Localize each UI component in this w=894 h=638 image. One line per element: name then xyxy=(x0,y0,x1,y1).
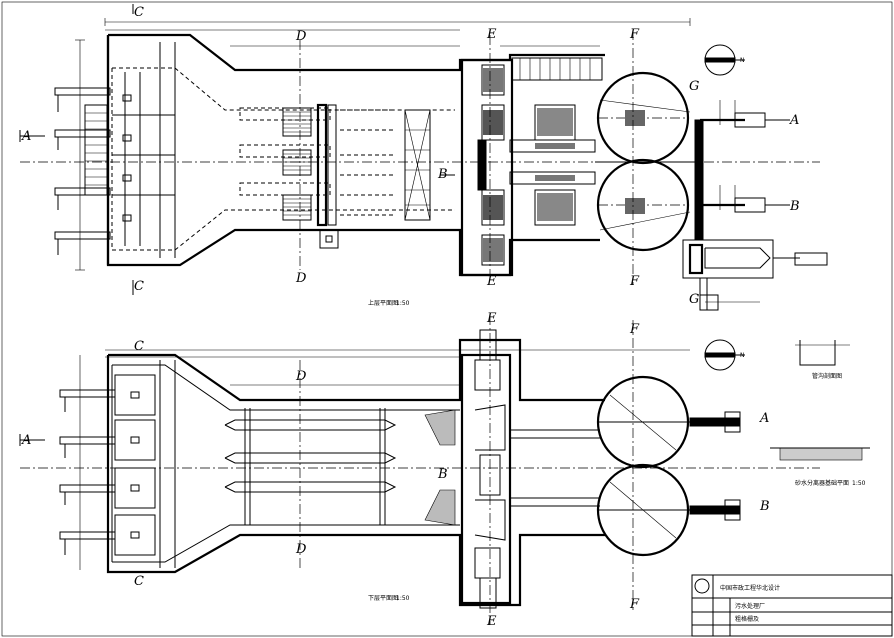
side-details: 管沟剖面图 砂水分离器基础平面 1:50 xyxy=(770,340,870,487)
section-label-g-top: G xyxy=(689,79,699,94)
upper-plan: A B xyxy=(19,4,828,311)
upper-plan-scale: 1:50 xyxy=(396,300,410,307)
section-label-a-right: A xyxy=(789,113,799,128)
section-label-d-bottom: D xyxy=(295,271,307,286)
section-label-f-lower-bottom: F xyxy=(629,597,640,612)
lower-channels xyxy=(224,408,456,526)
drawing-name: 粗格栅及 xyxy=(735,615,759,623)
section-label-g-bottom: G xyxy=(689,292,699,307)
detail-2-caption: 砂水分离器基础平面 xyxy=(795,479,849,487)
section-label-d-lower-top: D xyxy=(295,369,307,384)
circular-tanks-lower xyxy=(596,375,741,557)
lower-plan-caption: 下层平面图 xyxy=(368,595,398,602)
section-label-b-lower: B xyxy=(437,467,448,482)
project-name: 污水处理厂 xyxy=(735,602,765,610)
section-label-b: B xyxy=(437,167,448,182)
grit-block-lower xyxy=(460,329,600,609)
section-label-e-top: E xyxy=(486,27,497,42)
section-label-d-top: D xyxy=(295,29,307,44)
section-label-e-bottom: E xyxy=(486,274,497,289)
section-label-a-lower: A xyxy=(21,433,31,448)
section-label-a-lower-right: A xyxy=(759,411,769,426)
stair-upper xyxy=(84,104,108,196)
section-label-c-lower-top: C xyxy=(134,339,144,354)
north-arrow-upper: N xyxy=(704,44,745,76)
fine-screens xyxy=(239,103,431,249)
section-label-e-lower-top: E xyxy=(486,311,497,326)
section-label-d-lower-bottom: D xyxy=(295,542,307,557)
lower-plan: A B D D C C xyxy=(19,311,820,629)
section-label-c-top: C xyxy=(134,5,144,20)
north-symbol-lower: N xyxy=(740,352,745,359)
section-label-b-right: B xyxy=(789,199,800,214)
north-symbol-upper: N xyxy=(740,57,745,64)
section-label-f-lower-top: F xyxy=(629,322,640,337)
title-block: 中国市政工程华北设计 污水处理厂 粗格栅及 xyxy=(691,574,893,637)
north-arrow-lower: N xyxy=(704,339,745,371)
upper-plan-caption: 上层平面图 xyxy=(368,299,398,307)
company-logo-icon xyxy=(694,578,710,594)
circular-tanks-upper xyxy=(595,71,695,252)
company-name: 中国市政工程华北设计 xyxy=(720,584,780,592)
section-label-e-lower-bottom: E xyxy=(486,614,497,629)
detail-2-scale: 1:50 xyxy=(852,480,866,487)
section-label-a: A xyxy=(21,129,31,144)
discharge-pipes-upper: A B xyxy=(694,100,800,241)
section-label-f-top: F xyxy=(629,27,640,42)
section-label-c-lower-bottom: C xyxy=(134,574,144,589)
sand-separator-upper xyxy=(682,239,828,311)
section-label-b-lower-right: B xyxy=(759,499,770,514)
grit-block-upper xyxy=(460,57,603,277)
inlet-pipes-upper xyxy=(54,87,111,255)
detail-1-caption: 管沟剖面图 xyxy=(812,372,842,380)
section-label-c-bottom: C xyxy=(134,279,144,294)
section-label-f-bottom: F xyxy=(629,274,640,289)
lower-plan-scale: 1:50 xyxy=(396,595,410,602)
